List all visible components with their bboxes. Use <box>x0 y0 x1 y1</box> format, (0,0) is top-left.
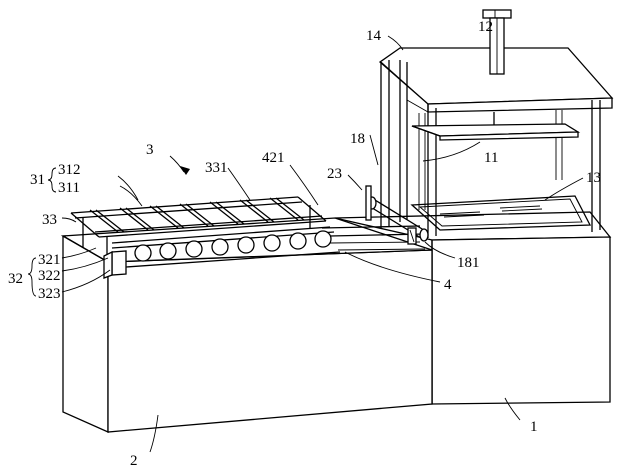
press-frame <box>378 47 614 238</box>
press-plate <box>411 123 581 141</box>
label-18: 18 <box>350 131 365 147</box>
label-322: 322 <box>38 268 61 284</box>
label-181: 181 <box>457 255 480 271</box>
label-331: 331 <box>205 160 228 176</box>
label-321: 321 <box>38 252 61 268</box>
label-11: 11 <box>484 150 498 166</box>
label-421: 421 <box>262 150 285 166</box>
label-12: 12 <box>478 19 493 35</box>
label-14: 14 <box>366 28 382 44</box>
conveyor-base <box>60 217 433 434</box>
label-4: 4 <box>444 277 452 293</box>
guide-roller <box>365 185 429 245</box>
leader-lines <box>27 10 584 453</box>
label-33: 33 <box>42 212 57 228</box>
label-1: 1 <box>530 419 538 435</box>
mold-tray <box>410 195 592 231</box>
reference-numerals: 12 14 18 23 11 13 181 4 1 2 3 331 421 31… <box>8 19 601 469</box>
conveyor-assembly <box>70 196 341 279</box>
label-32: 32 <box>8 271 23 287</box>
label-3: 3 <box>146 142 154 158</box>
label-312: 312 <box>58 162 81 178</box>
label-13: 13 <box>586 170 601 186</box>
label-23: 23 <box>327 166 342 182</box>
label-323: 323 <box>38 286 61 302</box>
label-31: 31 <box>30 172 45 188</box>
cylinder <box>482 9 512 125</box>
label-2: 2 <box>130 453 138 469</box>
label-311: 311 <box>58 180 80 196</box>
